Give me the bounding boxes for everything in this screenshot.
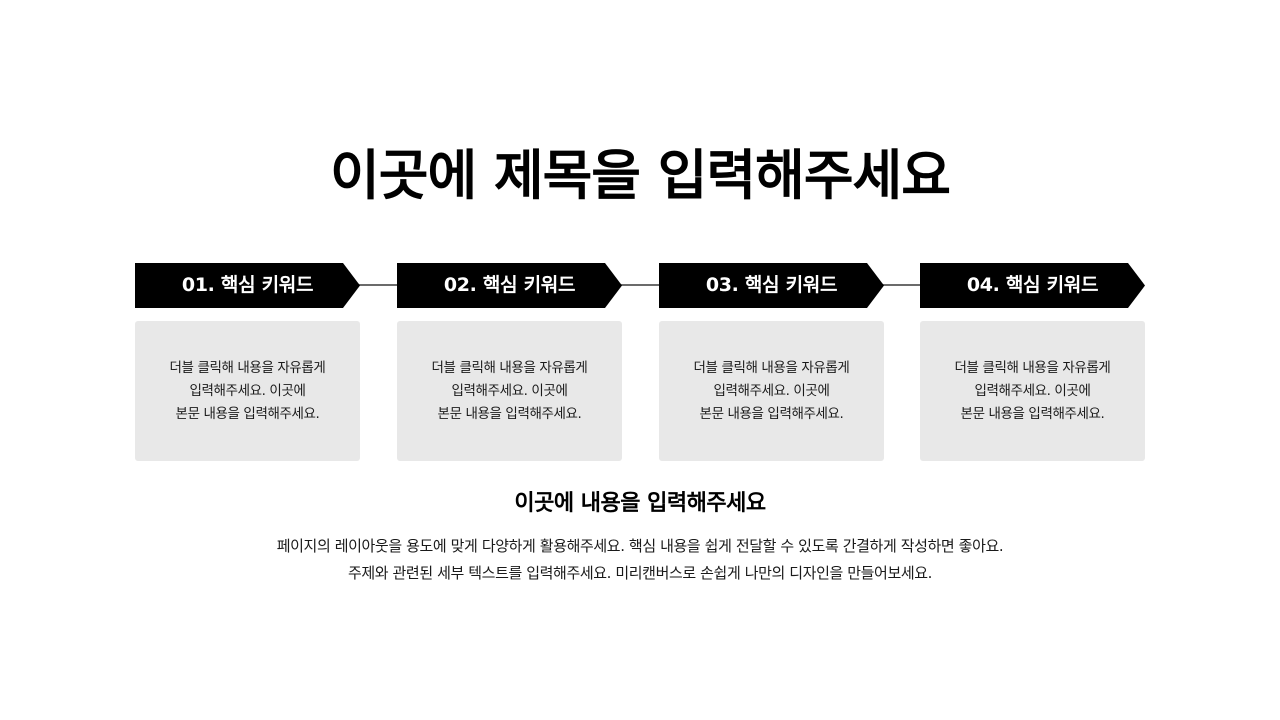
card-text[interactable]: 더블 클릭해 내용을 자유롭게 입력해주세요. 이곳에 본문 내용을 입력해주세…: [672, 357, 872, 426]
card-text-line: 더블 클릭해 내용을 자유롭게: [693, 359, 850, 376]
connector-line-3: [879, 284, 924, 286]
connector-line-2: [617, 284, 662, 286]
step-arrow-1[interactable]: 01. 핵심 키워드: [135, 263, 360, 308]
step-card-3[interactable]: 더블 클릭해 내용을 자유롭게 입력해주세요. 이곳에 본문 내용을 입력해주세…: [659, 321, 884, 461]
body-text-line-2[interactable]: 주제와 관련된 세부 텍스트를 입력해주세요. 미리캔버스로 손쉽게 나만의 디…: [347, 564, 933, 582]
step-label: 03. 핵심 키워드: [705, 274, 838, 296]
step-arrow-2[interactable]: 02. 핵심 키워드: [397, 263, 622, 308]
card-text-line: 본문 내용을 입력해주세요.: [699, 405, 844, 422]
step-card-2[interactable]: 더블 클릭해 내용을 자유롭게 입력해주세요. 이곳에 본문 내용을 입력해주세…: [397, 321, 622, 461]
card-text-line: 본문 내용을 입력해주세요.: [175, 405, 320, 422]
step-label: 01. 핵심 키워드: [181, 274, 314, 296]
card-text[interactable]: 더블 클릭해 내용을 자유롭게 입력해주세요. 이곳에 본문 내용을 입력해주세…: [148, 357, 348, 426]
step-arrow-4[interactable]: 04. 핵심 키워드: [920, 263, 1145, 308]
arrow-shape: [397, 263, 622, 308]
card-text-line: 더블 클릭해 내용을 자유롭게: [431, 359, 588, 376]
connector-line-1: [355, 284, 400, 286]
step-label: 02. 핵심 키워드: [443, 274, 576, 296]
step-card-1[interactable]: 더블 클릭해 내용을 자유롭게 입력해주세요. 이곳에 본문 내용을 입력해주세…: [135, 321, 360, 461]
card-text-line: 본문 내용을 입력해주세요.: [960, 405, 1105, 422]
section-subtitle[interactable]: 이곳에 내용을 입력해주세요: [514, 491, 766, 516]
card-text-line: 더블 클릭해 내용을 자유롭게: [954, 359, 1111, 376]
slide-title[interactable]: 이곳에 제목을 입력해주세요: [330, 144, 951, 207]
step-label: 04. 핵심 키워드: [966, 274, 1099, 296]
arrow-shape: [920, 263, 1145, 308]
card-text-line: 입력해주세요. 이곳에: [189, 382, 306, 399]
step-card-4[interactable]: 더블 클릭해 내용을 자유롭게 입력해주세요. 이곳에 본문 내용을 입력해주세…: [920, 321, 1145, 461]
card-text-line: 입력해주세요. 이곳에: [974, 382, 1091, 399]
card-text[interactable]: 더블 클릭해 내용을 자유롭게 입력해주세요. 이곳에 본문 내용을 입력해주세…: [410, 357, 610, 426]
card-text-line: 더블 클릭해 내용을 자유롭게: [169, 359, 326, 376]
card-text-line: 입력해주세요. 이곳에: [713, 382, 830, 399]
arrow-shape: [135, 263, 360, 308]
arrow-shape: [659, 263, 884, 308]
card-text-line: 본문 내용을 입력해주세요.: [437, 405, 582, 422]
card-text-line: 입력해주세요. 이곳에: [451, 382, 568, 399]
card-text[interactable]: 더블 클릭해 내용을 자유롭게 입력해주세요. 이곳에 본문 내용을 입력해주세…: [933, 357, 1133, 426]
step-arrow-3[interactable]: 03. 핵심 키워드: [659, 263, 884, 308]
body-text-line-1[interactable]: 페이지의 레이아웃을 용도에 맞게 다양하게 활용해주세요. 핵심 내용을 쉽게…: [276, 537, 1004, 555]
